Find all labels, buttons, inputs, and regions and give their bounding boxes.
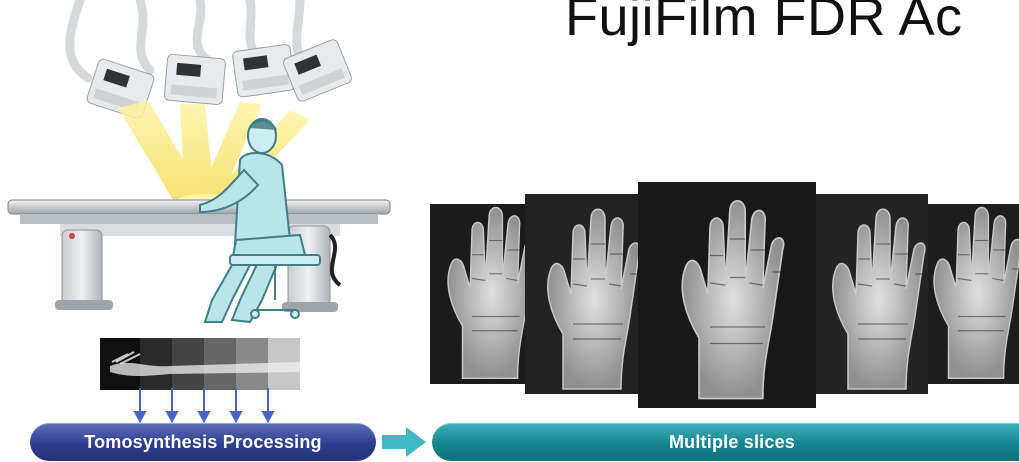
tomosynthesis-projection-strip <box>100 338 300 390</box>
tomosynthesis-processing-text: Tomosynthesis Processing <box>84 432 322 453</box>
right-arrow-icon <box>380 425 428 459</box>
xray-slice-4 <box>810 194 928 394</box>
page-title: FujiFilm FDR Ac <box>565 0 963 48</box>
down-arrow-icon <box>199 412 209 421</box>
xray-slice-3 <box>638 182 816 408</box>
down-arrow-icon <box>263 412 273 421</box>
multiple-slices-label: Multiple slices <box>432 423 1019 461</box>
down-arrow-icon <box>167 412 177 421</box>
xray-tube <box>164 54 226 105</box>
hand-xray-slices <box>430 182 1019 408</box>
projection-down-arrows <box>130 388 290 424</box>
multiple-slices-text: Multiple slices <box>669 432 795 453</box>
down-arrow-icon <box>231 412 241 421</box>
down-arrow-icon <box>135 412 145 421</box>
xray-slice-5 <box>920 204 1019 384</box>
xray-table <box>8 200 390 312</box>
xray-slice-2 <box>525 194 643 394</box>
xray-tube <box>282 38 353 102</box>
tomosynthesis-processing-label: Tomosynthesis Processing <box>30 423 376 461</box>
tomosynthesis-setup-illustration <box>0 0 430 340</box>
